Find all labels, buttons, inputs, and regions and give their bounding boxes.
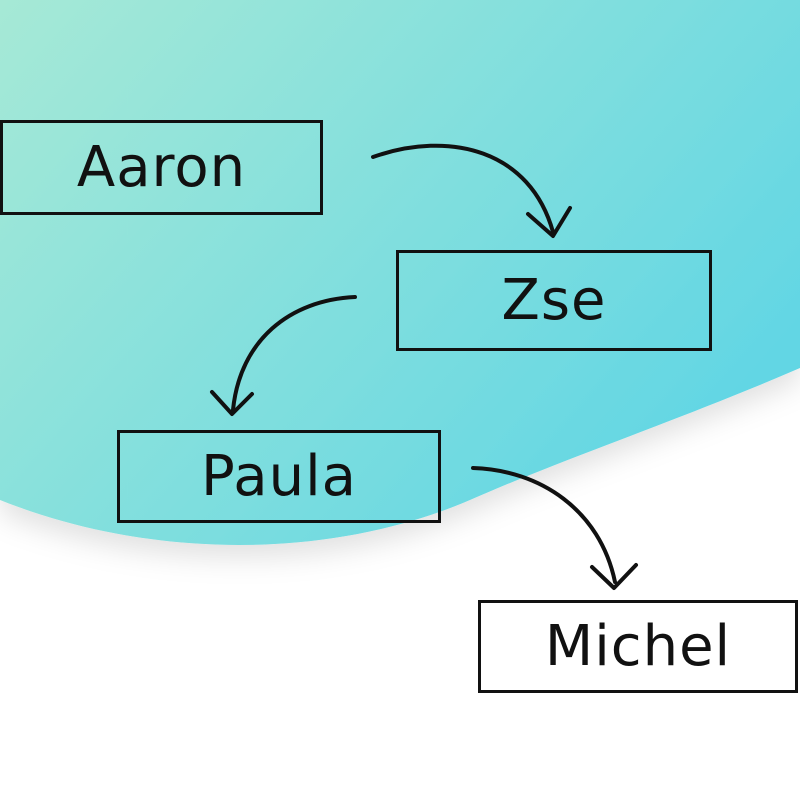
node-label: Michel [544,614,732,679]
gradient-wave-shape [0,0,800,545]
node-aaron: Aaron [0,120,323,215]
node-zse: Zse [396,250,712,351]
node-label: Aaron [76,135,247,200]
node-paula: Paula [117,430,441,523]
node-michel: Michel [478,600,798,693]
node-label: Zse [501,268,607,333]
node-label: Paula [201,444,357,509]
